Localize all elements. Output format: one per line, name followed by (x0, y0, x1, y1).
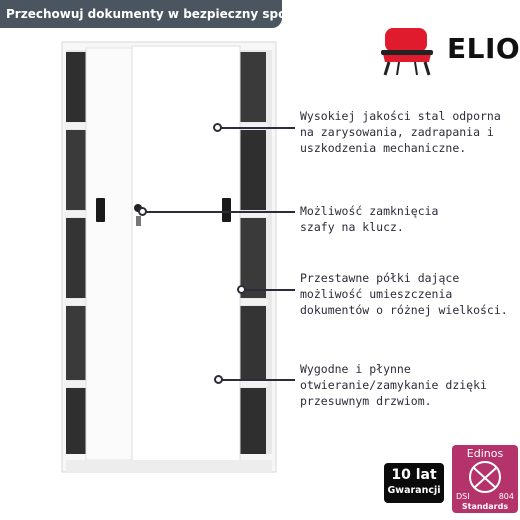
feature-lock: Możliwość zamknięcia szafy na klucz. (300, 203, 438, 235)
feature-connector-4 (220, 379, 295, 381)
feature-line: Możliwość zamknięcia (300, 204, 439, 218)
standards-label: Standards (461, 502, 509, 511)
feature-dot-4 (214, 375, 223, 384)
feature-connector-1 (218, 127, 295, 129)
feature-line: Wygodne i płynne (300, 362, 411, 376)
standards-number: 804 (498, 492, 514, 501)
standards-brand: Edinos (466, 447, 504, 460)
warranty-badge: 10 lat Gwarancji (384, 463, 444, 503)
warranty-years: 10 lat (391, 467, 437, 483)
standards-emblem-icon (469, 461, 501, 493)
feature-line: dokumentów o różnej wielkości. (300, 303, 508, 317)
standards-code: DSI (456, 492, 470, 501)
feature-line: Przestawne półki dające (300, 271, 460, 285)
banner-text: Przechowuj dokumenty w bezpieczny sposób… (6, 7, 316, 21)
feature-connector-3 (244, 289, 295, 291)
feature-shelves: Przestawne półki dające możliwość umiesz… (300, 270, 508, 318)
warranty-label: Gwarancji (387, 485, 441, 496)
feature-line: szafy na klucz. (300, 220, 404, 234)
brand-name: ELIOR (447, 32, 520, 65)
feature-line: możliwość umieszczenia (300, 287, 453, 301)
feature-dot-2 (138, 207, 147, 216)
feature-line: na zarysowania, zadrapania i (300, 125, 494, 139)
chair-icon (381, 28, 433, 76)
promo-banner: Przechowuj dokumenty w bezpieczny sposób… (0, 0, 316, 28)
feature-sliding-doors: Wygodne i płynne otwieranie/zamykanie dz… (300, 361, 487, 409)
standards-badge: Edinos DSI 804 Standards (452, 445, 518, 513)
feature-line: Wysokiej jakości stal odporna (300, 109, 501, 123)
brand-logo: ELIOR (375, 20, 520, 76)
cabinet-image (61, 41, 277, 473)
feature-connector-2 (146, 211, 295, 213)
feature-line: uszkodzenia mechaniczne. (300, 141, 467, 155)
feature-line: otwieranie/zamykanie dzięki (300, 378, 487, 392)
feature-dot-1 (213, 123, 222, 132)
feature-steel: Wysokiej jakości stal odporna na zarysow… (300, 108, 501, 156)
feature-dot-3 (237, 285, 246, 294)
feature-line: przesuwnym drzwiom. (300, 394, 432, 408)
